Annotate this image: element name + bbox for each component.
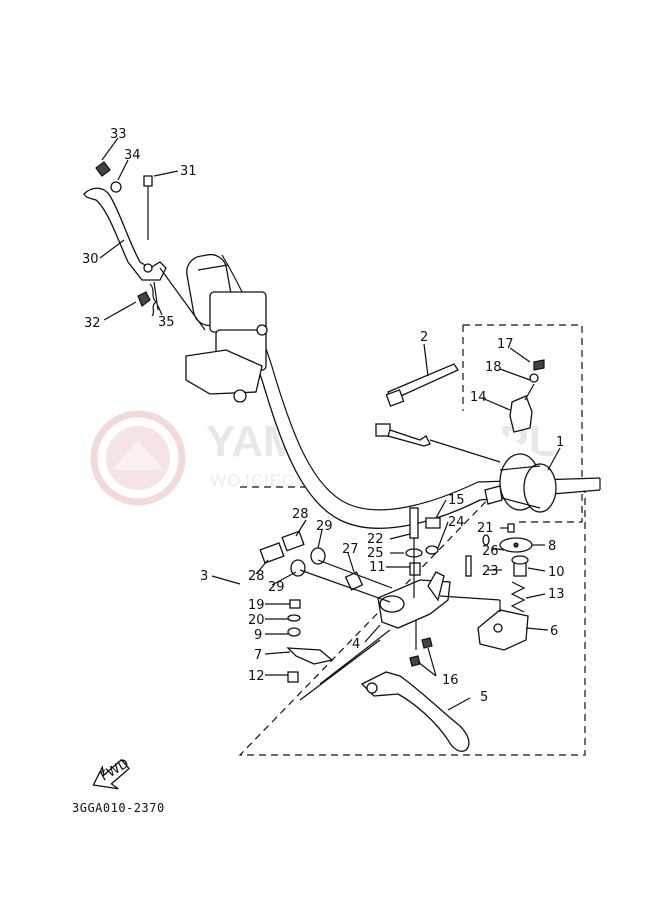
label-11: 11 (369, 560, 386, 575)
label-33: 33 (110, 127, 127, 142)
cable-strap (385, 363, 459, 407)
label-25: 25 (367, 546, 384, 561)
label-2: 2 (420, 330, 428, 345)
center-bolts (405, 507, 441, 598)
label-6: 6 (550, 624, 558, 639)
clutch-switch-body (439, 595, 529, 651)
label-5: 5 (480, 690, 488, 705)
label-1: 1 (556, 435, 564, 450)
reference-code: 3GGA010-2370 (72, 801, 165, 815)
label-12: 12 (248, 669, 265, 684)
lever-hardware (95, 161, 159, 317)
label-4: 4 (352, 637, 360, 652)
label-7: 7 (254, 648, 262, 663)
assembly-box-1 (462, 324, 583, 523)
fwd-arrow: FWD (92, 756, 132, 790)
spring-assembly (499, 523, 533, 613)
label-14: 14 (470, 390, 487, 405)
switch-cable (375, 423, 501, 463)
label-29-top: 29 (316, 519, 333, 534)
master-cylinder (185, 291, 268, 403)
label-21: 21 (477, 521, 494, 536)
label-32: 32 (84, 316, 101, 331)
part-labels: 33 34 31 30 32 35 2 17 18 14 1 3 15 24 2… (82, 127, 565, 705)
label-30: 30 (82, 252, 99, 267)
label-29-bottom: 29 (268, 580, 285, 595)
label-35: 35 (158, 315, 175, 330)
switch-bracket (509, 359, 545, 433)
label-3: 3 (200, 569, 208, 584)
label-27: 27 (342, 542, 359, 557)
label-15: 15 (448, 493, 465, 508)
label-17: 17 (497, 337, 514, 352)
label-18: 18 (485, 360, 502, 375)
label-16: 16 (442, 673, 459, 688)
label-10: 10 (548, 565, 565, 580)
pin-and-washer (465, 534, 490, 577)
label-9: 9 (254, 628, 262, 643)
label-26: 26 (482, 544, 499, 559)
label-8: 8 (548, 539, 556, 554)
label-31: 31 (180, 164, 197, 179)
leader-lines (99, 137, 561, 711)
label-19: 19 (248, 598, 265, 613)
label-28-bottom: 28 (248, 569, 265, 584)
switch-housing (484, 453, 557, 513)
label-20: 20 (248, 613, 265, 628)
label-34: 34 (124, 148, 141, 163)
label-28-top: 28 (292, 507, 309, 522)
left-side-hardware (259, 530, 393, 701)
label-22: 22 (367, 532, 384, 547)
label-13: 13 (548, 587, 565, 602)
nuts-16 (409, 620, 433, 667)
clutch-lever (360, 671, 470, 752)
label-23: 23 (482, 564, 499, 579)
label-24: 24 (448, 515, 465, 530)
front-brake-lever (83, 187, 206, 331)
